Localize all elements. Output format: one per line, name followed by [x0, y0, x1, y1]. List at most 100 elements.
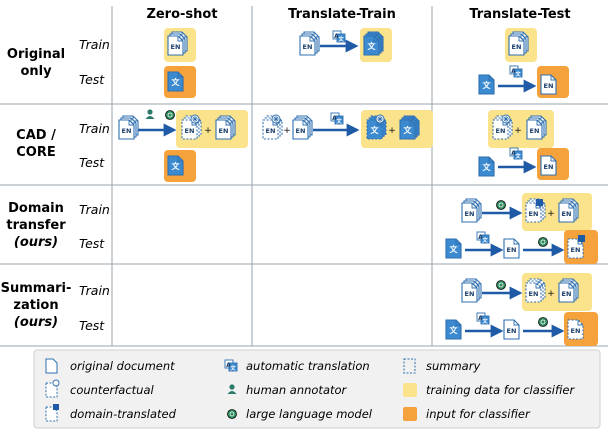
doc-label: EN: [562, 290, 572, 298]
document-icon: EN: [540, 74, 557, 95]
row-header-domain-2: transfer: [6, 218, 66, 233]
document-icon: EN: [558, 278, 579, 303]
doc-label: 文: [450, 244, 459, 254]
input-swatch: [403, 407, 417, 421]
document-icon: EN: [540, 155, 557, 176]
legend-training-data: training data for classifier: [426, 383, 575, 397]
legend-domain-translated: domain-translated: [70, 407, 177, 421]
row-header-original-1: Original: [7, 47, 65, 62]
document-icon: EN: [461, 278, 482, 303]
row-header-summ-1: Summari-: [1, 281, 72, 296]
doc-label: EN: [266, 127, 276, 135]
translation-glyph: 文: [336, 117, 342, 125]
row-header-cad-1: CAD /: [16, 128, 56, 143]
doc-label: EN: [465, 210, 475, 218]
plus-icon: +: [547, 209, 555, 219]
doc-label: EN: [544, 82, 554, 90]
grid-lines: [0, 6, 608, 347]
doc-label: EN: [296, 127, 306, 135]
document-icon: 文: [167, 155, 184, 176]
doc-label: 文: [172, 77, 181, 87]
page-fold: [177, 156, 183, 162]
translation-glyph: 文: [482, 236, 488, 244]
document-icon: EN: [525, 198, 546, 223]
document-icon: 文: [363, 31, 384, 56]
plus-icon: +: [283, 126, 291, 136]
domain-translated-icon: [53, 404, 59, 410]
doc-label: EN: [507, 327, 517, 335]
document-icon: EN: [118, 115, 139, 140]
page-fold: [409, 120, 415, 126]
document-icon: EN: [215, 115, 236, 140]
document-icon: EN: [492, 114, 513, 140]
translation-glyph: A: [511, 68, 516, 75]
legend-original-document: original document: [70, 359, 175, 373]
split-label-train: Train: [79, 202, 110, 217]
translation-glyph: A: [226, 362, 231, 369]
counterfactual-star: [503, 116, 509, 122]
doc-label: EN: [544, 163, 554, 171]
page-fold: [225, 120, 231, 126]
row-header-summ-3: (ours): [14, 315, 58, 330]
domain-translated-icon: [578, 235, 585, 242]
row-header-domain-1: Domain: [8, 201, 64, 216]
llm-icon: [538, 317, 548, 327]
doc-label: 文: [172, 161, 181, 171]
legend-human-annotator: human annotator: [246, 383, 348, 397]
split-label-train: Train: [79, 283, 110, 298]
document-icon: 文: [478, 74, 495, 95]
doc-label: 文: [371, 125, 380, 135]
page-fold: [518, 36, 524, 42]
page-fold: [373, 36, 379, 42]
page-fold: [471, 203, 477, 209]
llm-icon: [538, 237, 548, 247]
document-icon: 文: [399, 115, 420, 140]
document-icon: EN: [503, 319, 520, 340]
page-fold: [455, 239, 461, 245]
document-icon: 文: [478, 156, 495, 177]
plus-icon: +: [388, 126, 396, 136]
plus-icon: +: [547, 289, 555, 299]
document-icon: EN: [525, 278, 546, 303]
split-label-test: Test: [79, 72, 105, 87]
document-icon: EN: [181, 114, 202, 140]
document-icon: EN: [558, 198, 579, 223]
page-fold: [536, 120, 542, 126]
doc-label: EN: [571, 327, 581, 335]
page-fold: [535, 283, 541, 289]
column-header-translate-train: Translate-Train: [288, 7, 396, 22]
doc-label: EN: [465, 290, 475, 298]
document-icon: EN: [567, 235, 585, 259]
doc-label: 文: [483, 162, 492, 172]
page-fold: [488, 75, 494, 81]
page-fold: [488, 157, 494, 163]
page-fold: [455, 320, 461, 326]
counterfactual-star: [192, 116, 198, 122]
split-label-test: Test: [79, 318, 105, 333]
doc-label: EN: [171, 43, 181, 51]
translation-glyph: 文: [515, 70, 521, 78]
doc-label: EN: [507, 246, 517, 254]
summary-icon: [403, 358, 416, 374]
legend-automatic-translation: automatic translation: [246, 359, 370, 373]
document-icon: EN: [167, 31, 188, 56]
doc-label: EN: [571, 246, 581, 254]
llm-icon: [227, 409, 237, 419]
counterfactual-icon: [52, 379, 60, 387]
page-fold: [128, 120, 134, 126]
row-header-domain-3: (ours): [14, 235, 58, 250]
translation-glyph: A: [332, 115, 337, 122]
page-fold: [550, 75, 556, 81]
split-label-test: Test: [79, 236, 105, 251]
doc-label: 文: [450, 325, 459, 335]
doc-label: 文: [483, 80, 492, 90]
document-icon: EN: [262, 114, 283, 140]
domain-translated-icon: [536, 199, 543, 206]
doc-label: EN: [219, 127, 229, 135]
document-icon: EN: [299, 31, 320, 56]
